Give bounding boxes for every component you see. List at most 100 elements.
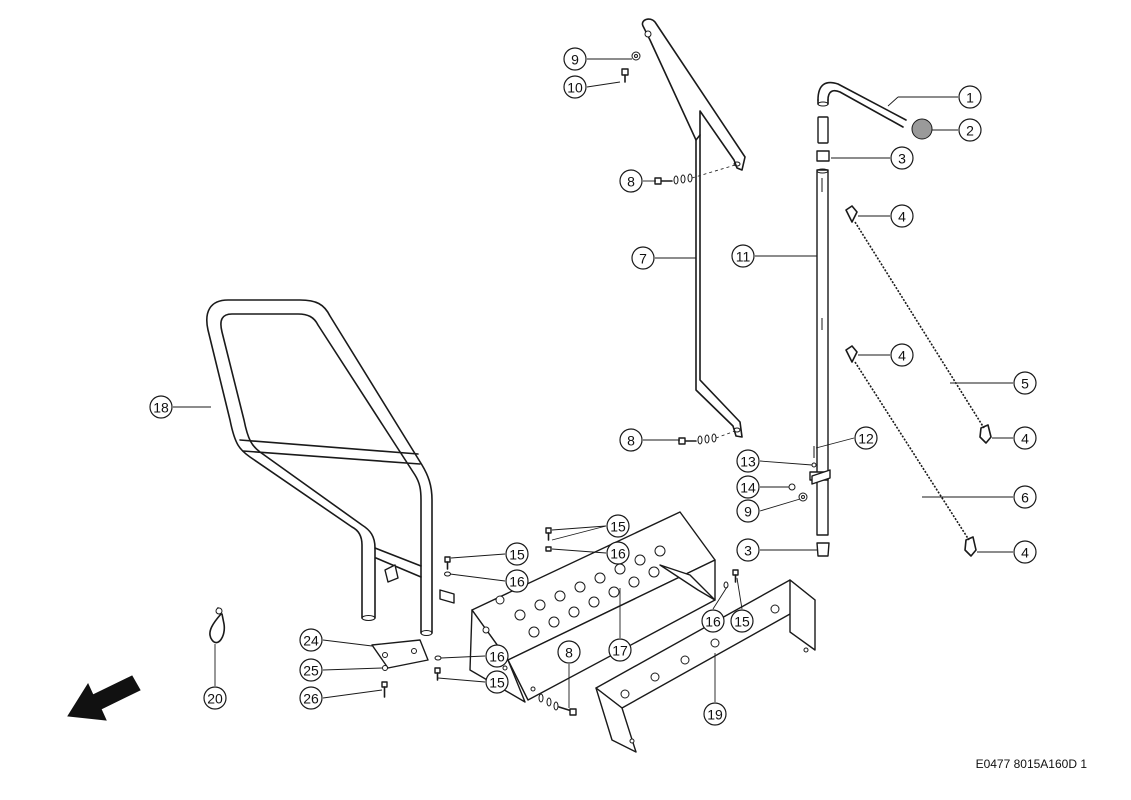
callout-9: 9 (736, 499, 760, 523)
main-post (809, 168, 831, 536)
callout-4: 4 (1013, 540, 1037, 564)
callout-circle (1013, 540, 1037, 564)
callout-5: 5 (1013, 371, 1037, 395)
callout-7: 7 (631, 246, 655, 270)
callout-15: 15 (730, 609, 754, 633)
callout-number: 14 (740, 480, 756, 496)
callout-number: 2 (966, 123, 974, 139)
callout-1: 1 (958, 85, 982, 109)
callout-circle (485, 670, 509, 694)
callout-25: 25 (299, 658, 323, 682)
callout-13: 13 (736, 449, 760, 473)
callout-circle (505, 542, 529, 566)
perforated-step (469, 511, 716, 703)
callout-circle (299, 628, 323, 652)
callout-6: 6 (1013, 485, 1037, 509)
callout-circle (203, 686, 227, 710)
callout-15: 15 (606, 514, 630, 538)
callout-circle (299, 658, 323, 682)
bolt-set-upper (654, 164, 736, 185)
chain-lower (845, 345, 977, 557)
callout-number: 4 (898, 209, 906, 225)
callout-15: 15 (485, 670, 509, 694)
callout-number: 4 (1021, 431, 1029, 447)
callout-number: 15 (489, 675, 505, 691)
callout-20: 20 (203, 686, 227, 710)
callout-circle (619, 169, 643, 193)
callout-number: 9 (744, 504, 752, 520)
callout-circle (1013, 426, 1037, 450)
callout-number: 6 (1021, 490, 1029, 506)
callout-number: 1 (966, 90, 974, 106)
callout-circle (890, 146, 914, 170)
leader-lines (173, 58, 1013, 708)
callout-number: 3 (898, 151, 906, 167)
callout-circle (557, 640, 581, 664)
callout-8: 8 (557, 640, 581, 664)
callout-number: 19 (707, 707, 723, 723)
callout-number: 18 (153, 400, 169, 416)
bolt-set-lower (678, 430, 736, 445)
callout-circle (736, 499, 760, 523)
callout-number: 15 (734, 614, 750, 630)
callout-12: 12 (854, 426, 878, 450)
callout-number: 8 (627, 433, 635, 449)
callout-number: 17 (612, 643, 628, 659)
upper-post-hook (817, 81, 907, 144)
callout-16: 16 (505, 569, 529, 593)
grab-handle (206, 299, 455, 636)
callout-circle (890, 204, 914, 228)
callout-number: 12 (858, 431, 874, 447)
mounting-plate (371, 639, 429, 669)
callout-number: 8 (627, 174, 635, 190)
callout-number: 15 (610, 519, 626, 535)
callout-11: 11 (731, 244, 755, 268)
callout-circle (736, 475, 760, 499)
callout-circle (485, 644, 509, 668)
callout-number: 16 (705, 614, 721, 630)
callout-circle (563, 75, 587, 99)
callout-circle (505, 569, 529, 593)
callout-3: 3 (736, 538, 760, 562)
bushing-bottom (816, 542, 830, 557)
callout-10: 10 (563, 75, 587, 99)
callout-circle (703, 702, 727, 726)
callout-14: 14 (736, 475, 760, 499)
callout-number: 16 (509, 574, 525, 590)
callout-circle (1013, 485, 1037, 509)
callout-9: 9 (563, 47, 587, 71)
callout-number: 24 (303, 633, 319, 649)
callout-16: 16 (701, 609, 725, 633)
callout-8: 8 (619, 169, 643, 193)
callout-circle (958, 118, 982, 142)
callout-19: 19 (703, 702, 727, 726)
callout-circle (631, 246, 655, 270)
callout-number: 3 (744, 543, 752, 559)
callout-26: 26 (299, 686, 323, 710)
callout-number: 7 (639, 251, 647, 267)
callout-number: 25 (303, 663, 319, 679)
callout-circle (606, 514, 630, 538)
callout-16: 16 (485, 644, 509, 668)
callout-number: 13 (740, 454, 756, 470)
callout-4: 4 (890, 343, 914, 367)
callout-circle (890, 343, 914, 367)
direction-arrow-icon (67, 675, 141, 721)
callout-circle (563, 47, 587, 71)
callout-number: 26 (303, 691, 319, 707)
callout-number: 4 (898, 348, 906, 364)
cable-tie (209, 607, 226, 644)
callout-4: 4 (890, 204, 914, 228)
callout-number: 15 (509, 547, 525, 563)
callout-circle (736, 449, 760, 473)
callout-circle (608, 638, 632, 662)
chain-upper (845, 205, 992, 444)
callout-17: 17 (608, 638, 632, 662)
callout-8: 8 (619, 428, 643, 452)
bushing-top (816, 150, 830, 162)
callout-circle (619, 428, 643, 452)
washer-bolt-top (621, 51, 641, 83)
callout-circle (606, 541, 630, 565)
callout-circle (736, 538, 760, 562)
